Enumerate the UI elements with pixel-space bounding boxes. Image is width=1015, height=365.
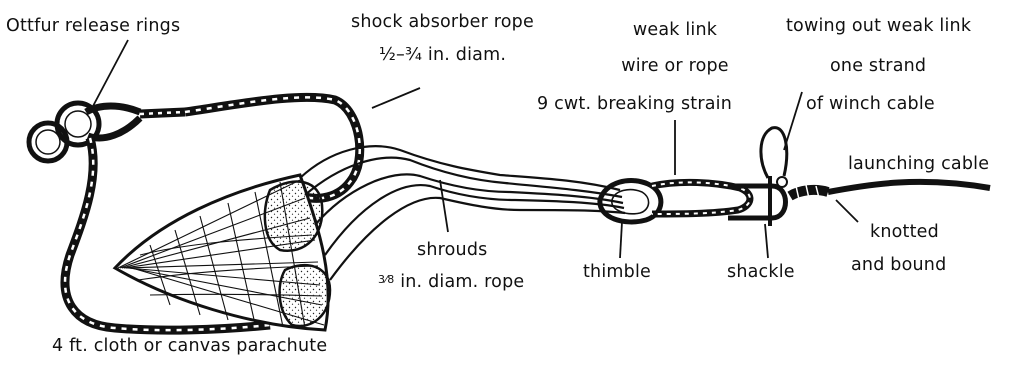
label-shock-diam: ½–¾ in. diam. — [355, 45, 530, 65]
label-parachute: 4 ft. cloth or canvas parachute — [52, 336, 327, 356]
label-one-strand: one strand — [830, 56, 926, 76]
label-launching-cable: launching cable — [848, 154, 989, 174]
label-thimble: thimble — [583, 262, 651, 282]
shackle — [728, 176, 787, 226]
label-breaking-strain: 9 cwt. breaking strain — [537, 94, 732, 114]
towing-weak-link — [761, 128, 787, 178]
fraction-three-eighths: 3⁄8 — [378, 273, 394, 286]
parachute — [115, 175, 330, 330]
label-shackle: shackle — [727, 262, 795, 282]
label-shock-absorber-rope: shock absorber rope — [330, 12, 555, 32]
label-wire-or-rope: wire or rope — [580, 56, 770, 76]
label-shrouds: shrouds — [417, 240, 487, 260]
label-ottfur-rings: Ottfur release rings — [6, 16, 180, 36]
label-knotted: knotted — [870, 222, 939, 242]
shroud-diam-text: in. diam. rope — [400, 272, 524, 292]
label-and-bound: and bound — [851, 255, 946, 275]
label-shroud-diam: 3⁄8 in. diam. rope — [378, 270, 524, 292]
label-winch-cable: of winch cable — [806, 94, 935, 114]
label-towing-weak-link: towing out weak link — [786, 16, 971, 36]
label-weak-link: weak link — [600, 20, 750, 40]
knot-and-cable — [790, 182, 990, 204]
